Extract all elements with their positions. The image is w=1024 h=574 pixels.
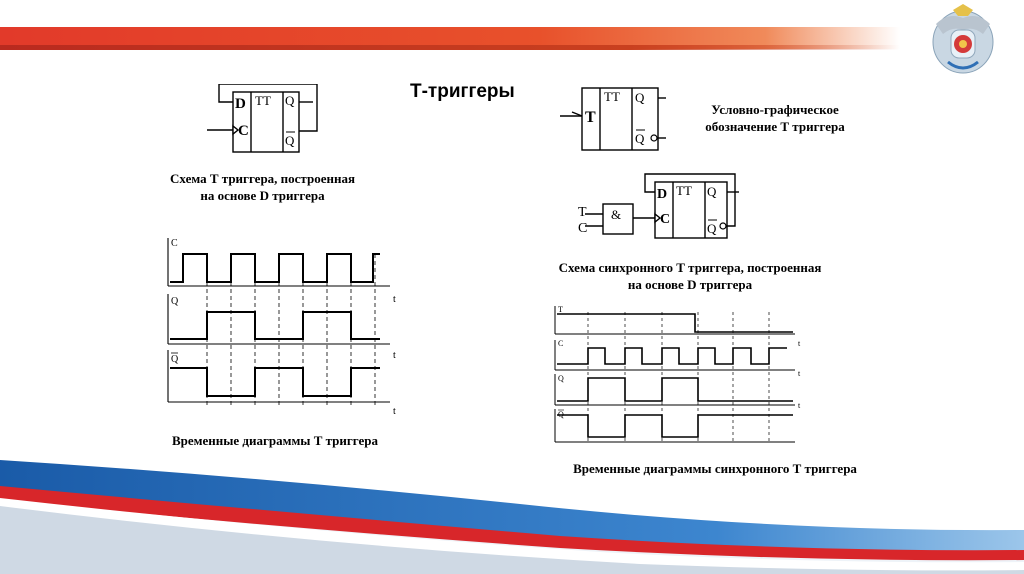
time-axis-label: t [393, 406, 396, 417]
and-gate-label: & [611, 207, 621, 222]
sync-t-trigger-circuit: T C & D C TT Q Q [578, 173, 739, 239]
d-input-label: D [235, 96, 246, 112]
q-output-label: Q [707, 184, 717, 199]
sync-t-trigger-timing-diagram: T C Q Q t t t [554, 305, 801, 444]
time-axis-label: t [798, 369, 801, 378]
cc-input-label: C [660, 212, 670, 227]
t-on-d-caption-line2: на основе D триггера [200, 188, 325, 203]
page-title: Т-триггеры [410, 81, 515, 102]
header-red-bar [0, 27, 900, 49]
q-signal-label: Q [558, 374, 564, 383]
sync-timing-caption: Временные диаграммы синхронного Т тригге… [573, 461, 857, 476]
header-red-bar-shadow [0, 45, 900, 50]
timing-caption: Временные диаграммы Т триггера [171, 433, 379, 448]
sync-scheme-caption: Схема синхронного Т триггера, построенна… [520, 259, 860, 293]
q-signal-label: Q [171, 296, 179, 307]
time-axis-label: t [393, 294, 396, 305]
t-trigger-on-d-circuit: D C TT Q Q [207, 84, 318, 153]
q-output-label: Q [285, 93, 295, 108]
t-input-label: T [585, 109, 596, 126]
time-axis-label: t [798, 401, 801, 410]
c-signal-label: C [171, 238, 178, 249]
t-on-d-caption-line1: Схема Т триггера, построенная [170, 171, 355, 186]
symbol-caption-line1: Условно-графическое [711, 102, 839, 117]
t-input-label: T [578, 205, 587, 220]
tt-label: TT [676, 183, 692, 198]
tt-label: TT [604, 89, 620, 104]
q-output-label: Q [635, 90, 645, 105]
t-trigger-timing-diagram: C Q Q t t t [167, 238, 396, 417]
d-input-label: D [657, 187, 667, 202]
t-trigger-symbol: T TT Q Q [560, 87, 666, 151]
sync-scheme-caption-line1: Схема синхронного Т триггера, построенна… [558, 260, 822, 275]
c-input-label: C [578, 221, 587, 236]
nq-output-label: Q [635, 131, 645, 146]
nq-signal-label: Q [171, 354, 179, 365]
symbol-caption: Условно-графическое обозначение Т тригге… [670, 101, 880, 135]
tt-label: TT [255, 93, 271, 108]
time-axis-label: t [798, 339, 801, 348]
footer-waves [0, 460, 1024, 574]
sync-scheme-caption-line2: на основе D триггера [627, 277, 753, 292]
c-signal-label: C [558, 339, 563, 348]
time-axis-label: t [393, 350, 396, 361]
symbol-caption-line2: обозначение Т триггера [705, 119, 845, 134]
nq-output-label: Q [285, 133, 295, 148]
nq-signal-label: Q [558, 410, 564, 419]
t-on-d-caption: Схема Т триггера, построенная на основе … [130, 170, 395, 204]
t-signal-label: T [558, 305, 563, 314]
emblem-logo [932, 4, 994, 74]
c-input-label: C [238, 123, 249, 139]
nq-output-label: Q [707, 221, 717, 236]
